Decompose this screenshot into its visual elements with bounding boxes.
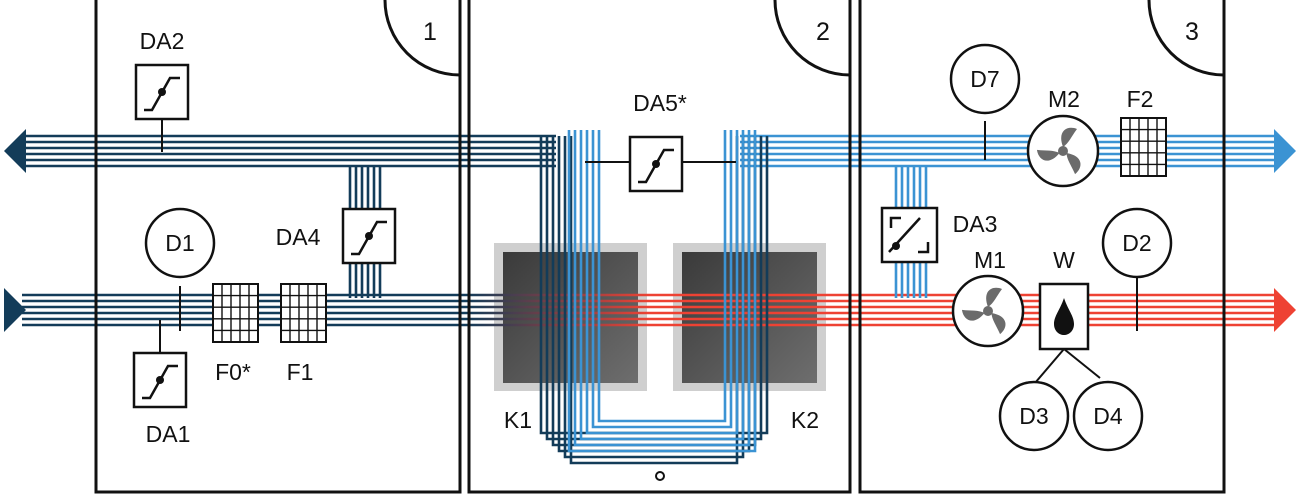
label-d7: D7 (970, 66, 999, 92)
humidifier-w (1038, 282, 1090, 351)
filter-f2 (1120, 117, 1167, 177)
sensor-d3 (998, 380, 1070, 452)
damper-da2 (134, 63, 190, 121)
label-m1: M1 (974, 247, 1006, 273)
sensor-circles (144, 43, 1173, 452)
label-d3: D3 (1019, 403, 1048, 429)
arrow-supply-out (1274, 288, 1296, 332)
label-da1: DA1 (146, 421, 191, 447)
arrow-exhaust-out (4, 129, 26, 173)
damper-da4 (341, 207, 397, 265)
bypass-damper-icon (892, 242, 900, 250)
fan-icon (961, 287, 1006, 335)
sensor-d4 (1072, 380, 1144, 452)
loop-line (585, 130, 739, 435)
filter-grid-icon (1120, 117, 1167, 177)
section-number-2: 2 (816, 18, 830, 46)
fan-icon (1036, 127, 1081, 175)
filter-grid-icon (280, 283, 327, 343)
leader-lines (159, 119, 1138, 384)
label-da4: DA4 (276, 224, 321, 250)
loop-line (579, 130, 745, 441)
label-d4: D4 (1093, 403, 1123, 429)
filter-f0 (212, 283, 259, 343)
water-drop-icon (1054, 298, 1074, 335)
arrow-fresh-in (4, 288, 26, 332)
fan-m1 (951, 274, 1025, 348)
section-number-3: 3 (1185, 18, 1199, 46)
sensor-d2 (1101, 207, 1173, 279)
label-da3: DA3 (953, 211, 998, 237)
label-k1: K1 (504, 407, 532, 433)
loop-line (597, 130, 727, 423)
arrow-extract-in (1274, 129, 1296, 173)
damper-icon (365, 232, 373, 240)
section-frame-1 (94, 0, 462, 494)
damper-icon (156, 376, 164, 384)
damper-icon (652, 160, 660, 168)
loop-line (567, 130, 757, 453)
label-f2: F2 (1127, 86, 1154, 112)
section-frame-2 (467, 0, 852, 494)
duct-exhaust (22, 134, 556, 168)
damper-da1 (132, 351, 188, 409)
damper-da3 (880, 206, 939, 264)
loop-line (591, 130, 733, 429)
label-d2: D2 (1122, 230, 1151, 256)
glycol-loop-light (567, 130, 757, 453)
label-d1: D1 (165, 230, 194, 256)
label-w: W (1053, 247, 1075, 273)
label-m2: M2 (1048, 86, 1080, 112)
damper-icon (158, 88, 166, 96)
label-f0: F0* (215, 359, 251, 385)
fan-m2 (1026, 114, 1100, 188)
label-k2: K2 (791, 407, 819, 433)
label-f1: F1 (287, 359, 314, 385)
loop-line (573, 130, 751, 447)
label-da2: DA2 (140, 28, 185, 54)
sensor-d1 (144, 207, 216, 279)
sensor-d7 (949, 43, 1021, 115)
duct-extract (740, 134, 1278, 168)
drain-marker (655, 471, 665, 481)
filter-grid-icon (212, 283, 259, 343)
label-da5: DA5* (633, 90, 687, 116)
filter-f1 (280, 283, 327, 343)
damper-da5 (628, 135, 684, 193)
section-frame-3 (858, 0, 1226, 494)
section-number-1: 1 (423, 18, 437, 46)
